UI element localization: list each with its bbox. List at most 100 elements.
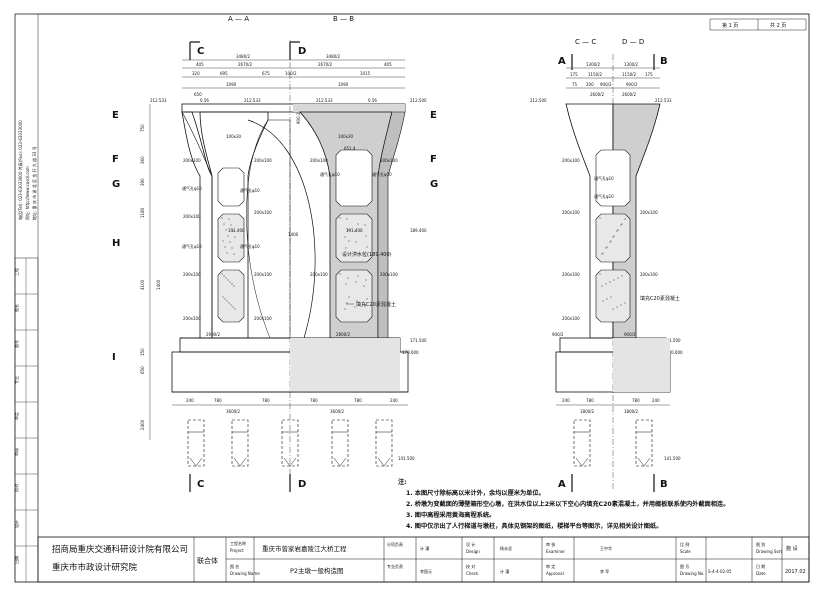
dim-675: 675	[262, 71, 270, 76]
label-200x100-8: 200x100	[254, 316, 272, 321]
hollow-cell	[335, 149, 373, 207]
cd-200: 200	[586, 82, 594, 87]
cd-240-l: 240	[562, 398, 570, 403]
dim-056-left: 0.56	[200, 98, 209, 103]
el-top-right: 212.500	[410, 98, 427, 103]
el-cap-right: 171.500	[410, 338, 427, 343]
drawing-label: 图 名	[230, 563, 239, 569]
review-label: 审 核	[546, 541, 555, 547]
cut-i-left: I	[112, 352, 116, 363]
vent-6: 通气孔φ10	[372, 171, 392, 177]
stamp-line-3: 地址: 重 庆 市 渝 北 区 金 开 大 道 33 号	[31, 146, 37, 220]
dim-1090-right: 1090	[338, 82, 349, 87]
cut-a-top: A	[558, 56, 566, 67]
cd-1150-l: 1150/2	[588, 72, 603, 77]
cd-900-bottom: 900/2	[552, 332, 564, 337]
side-strip-label: 图名	[13, 304, 19, 312]
dim-2670-left: 2670/2	[238, 62, 253, 67]
project-label-en: Project	[230, 548, 244, 553]
label-100x30-left: 100x30	[226, 134, 242, 139]
section-a-heading: A — A	[228, 15, 249, 23]
side-strip-label: 设计	[13, 520, 19, 528]
dim-780-3: 780	[310, 398, 318, 403]
note-4: 4. 图中仅示出了人行梯道与墩柱，具体见钢架的图纸，楼梯平台等图示，详见相关设计…	[406, 522, 662, 530]
cd-2600: 2600/2	[590, 92, 605, 97]
title-block: 招商局重庆交通科研设计院有限公司 重庆市市政设计研究院 联合体 工程名称 Pro…	[37, 536, 810, 583]
el-water-mid: 191.400	[346, 228, 363, 233]
filled-cell	[595, 269, 631, 323]
cut-g-right: G	[430, 179, 438, 190]
dim-top-left: 3480/2	[236, 54, 251, 59]
flood-level: 设计洪水位(189.400)	[342, 251, 392, 258]
label-200x100-4: 200x100	[183, 316, 201, 321]
el-top-cd-left: 212.500	[530, 98, 547, 103]
cd-175-l: 175	[570, 72, 578, 77]
review-name: 王中华	[600, 545, 612, 551]
approve-name: 李 军	[600, 568, 609, 574]
side-strip-label: 审核	[13, 448, 19, 456]
hollow-cell	[595, 149, 631, 207]
section-cd: C — C D — D A B A B 1300/2 1300/2 175 11…	[530, 38, 683, 492]
el-pile-tip-cd: 141.500	[664, 456, 681, 461]
side-strip-label: 审定	[13, 412, 19, 420]
dim-405-right: 405	[384, 62, 392, 67]
cut-f-left: F	[112, 154, 119, 165]
project-name: 重庆市曾家岩嘉陵江大桥工程	[262, 544, 347, 553]
dim-240-r: 240	[390, 398, 398, 403]
filled-cell	[217, 213, 245, 263]
cd-1300-b: 1300/2	[624, 62, 639, 67]
label-200x100-3: 200x100	[183, 272, 201, 277]
dim-780-1: 780	[214, 398, 222, 403]
check-label-en: Check	[466, 571, 479, 576]
cut-h-left: H	[112, 238, 120, 249]
cut-e-right: E	[430, 110, 437, 121]
vent-3: 通气孔φ10	[240, 187, 260, 193]
vent-1: 通气孔φ10	[182, 185, 202, 191]
side-strip-label: 图号	[13, 340, 19, 348]
label-200x100-10: 200x100	[310, 272, 328, 277]
label-651: 651.4	[344, 146, 356, 151]
pile	[231, 419, 249, 467]
note-1: 1. 本图尺寸除标高以米计外，余均以厘米为单位。	[406, 489, 545, 497]
label-200x100-2: 200x100	[183, 214, 201, 219]
vent-2: 通气孔φ10	[182, 243, 202, 249]
approve-label: 审 定	[546, 563, 555, 569]
dim-h2400: 2400	[140, 419, 145, 430]
drawing-label-en: Drawing Name	[230, 571, 260, 576]
side-strip-label: 工程	[13, 268, 19, 276]
number-label-en: Drawing No.	[680, 571, 705, 576]
lead-label: 分项负责	[387, 541, 403, 547]
dwg-cat-value: 施 设	[786, 545, 798, 552]
check-name: 计 灌	[500, 568, 509, 574]
project-label: 工程名称	[230, 540, 246, 546]
note-2: 2. 桥墩为变截面的薄壁箱形空心墩，在洪水位以上2米以下空心内填充C20素混凝土…	[406, 500, 729, 508]
prof-name: 李国元	[420, 568, 432, 574]
calc-name: 计 灌	[420, 545, 429, 551]
dim-2800-right: 2800/2	[336, 332, 351, 337]
date-label-en: Date	[756, 571, 766, 576]
fill-note-cd: 填充C20素混凝土	[640, 295, 680, 302]
dim-h750: 750	[140, 124, 145, 132]
stamp-line-1: 电话(Tel): 023-63033000 传真(Fax): 023-63033…	[17, 120, 23, 220]
dim-h1400: 1400	[156, 279, 161, 290]
cut-g-left: G	[112, 179, 120, 190]
dim-1090: 1090	[226, 82, 237, 87]
dim-056-right: 0.56	[368, 98, 377, 103]
design-name: 杨永坚	[500, 545, 512, 551]
cd-1300-a: 1300/2	[586, 62, 601, 67]
company-2: 重庆市市政设计研究院	[52, 562, 138, 573]
fill-note-ab: 填充C20素混凝土	[356, 301, 396, 308]
number-label: 图 号	[680, 563, 689, 569]
label-200x100-9: 200x100	[310, 158, 328, 163]
joint-label: 联合体	[197, 556, 218, 565]
cd-900: 900/2	[600, 82, 612, 87]
cut-c-top: C	[197, 46, 204, 57]
cd-vent-2: 通气孔φ10	[594, 193, 614, 199]
stamp-line-2: 网址: http://www.cqsdi.com	[24, 166, 30, 220]
el-top-left: 212.533	[244, 98, 261, 103]
label-200x100-12: 200x100	[380, 272, 398, 277]
filled-cell	[217, 269, 245, 323]
el-top-left-b: 212.533	[150, 98, 167, 103]
review-label-en: Examiner	[546, 549, 565, 554]
